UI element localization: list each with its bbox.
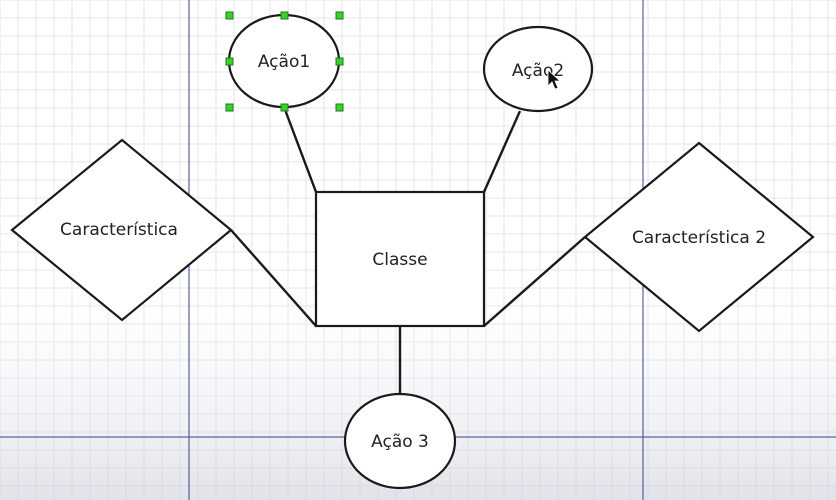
- node-caracteristica-shape[interactable]: [10, 138, 233, 322]
- node-caracteristica-label: Característica: [60, 220, 178, 240]
- edge-caracteristica2-classe[interactable]: [483, 236, 586, 327]
- node-acao3[interactable]: Ação 3: [343, 392, 457, 490]
- resize-handle-right[interactable]: [335, 57, 344, 66]
- resize-handle-left[interactable]: [225, 57, 234, 66]
- node-classe-label: Classe: [372, 250, 427, 270]
- node-caracteristica2-label: Característica 2: [632, 228, 766, 248]
- resize-handle-bottom[interactable]: [280, 103, 289, 112]
- resize-handle-top[interactable]: [280, 11, 289, 20]
- node-classe[interactable]: Classe: [314, 190, 486, 328]
- node-acao3-shape[interactable]: [343, 392, 457, 490]
- node-acao2[interactable]: Ação2: [482, 25, 594, 113]
- edges: [230, 106, 586, 395]
- node-classe-shape[interactable]: [314, 190, 486, 328]
- resize-handle-bottom-left[interactable]: [225, 103, 234, 112]
- node-acao3-label: Ação 3: [371, 432, 429, 452]
- selection-handles[interactable]: [225, 11, 344, 112]
- mouse-cursor-icon: [547, 69, 562, 90]
- node-caracteristica[interactable]: Característica: [10, 138, 233, 322]
- node-acao1-label: Ação1: [258, 52, 310, 72]
- edge-acao2-classe[interactable]: [482, 110, 522, 193]
- node-acao2-shape[interactable]: [482, 25, 594, 113]
- edge-acao1-classe[interactable]: [282, 106, 318, 193]
- resize-handle-top-right[interactable]: [335, 11, 344, 20]
- resize-handle-top-left[interactable]: [225, 11, 234, 20]
- edge-caracteristica-classe[interactable]: [230, 229, 317, 327]
- node-caracteristica2-shape[interactable]: [583, 141, 815, 333]
- node-acao1[interactable]: Ação1: [227, 13, 341, 109]
- resize-handle-bottom-right[interactable]: [335, 103, 344, 112]
- node-caracteristica2[interactable]: Característica 2: [583, 141, 815, 333]
